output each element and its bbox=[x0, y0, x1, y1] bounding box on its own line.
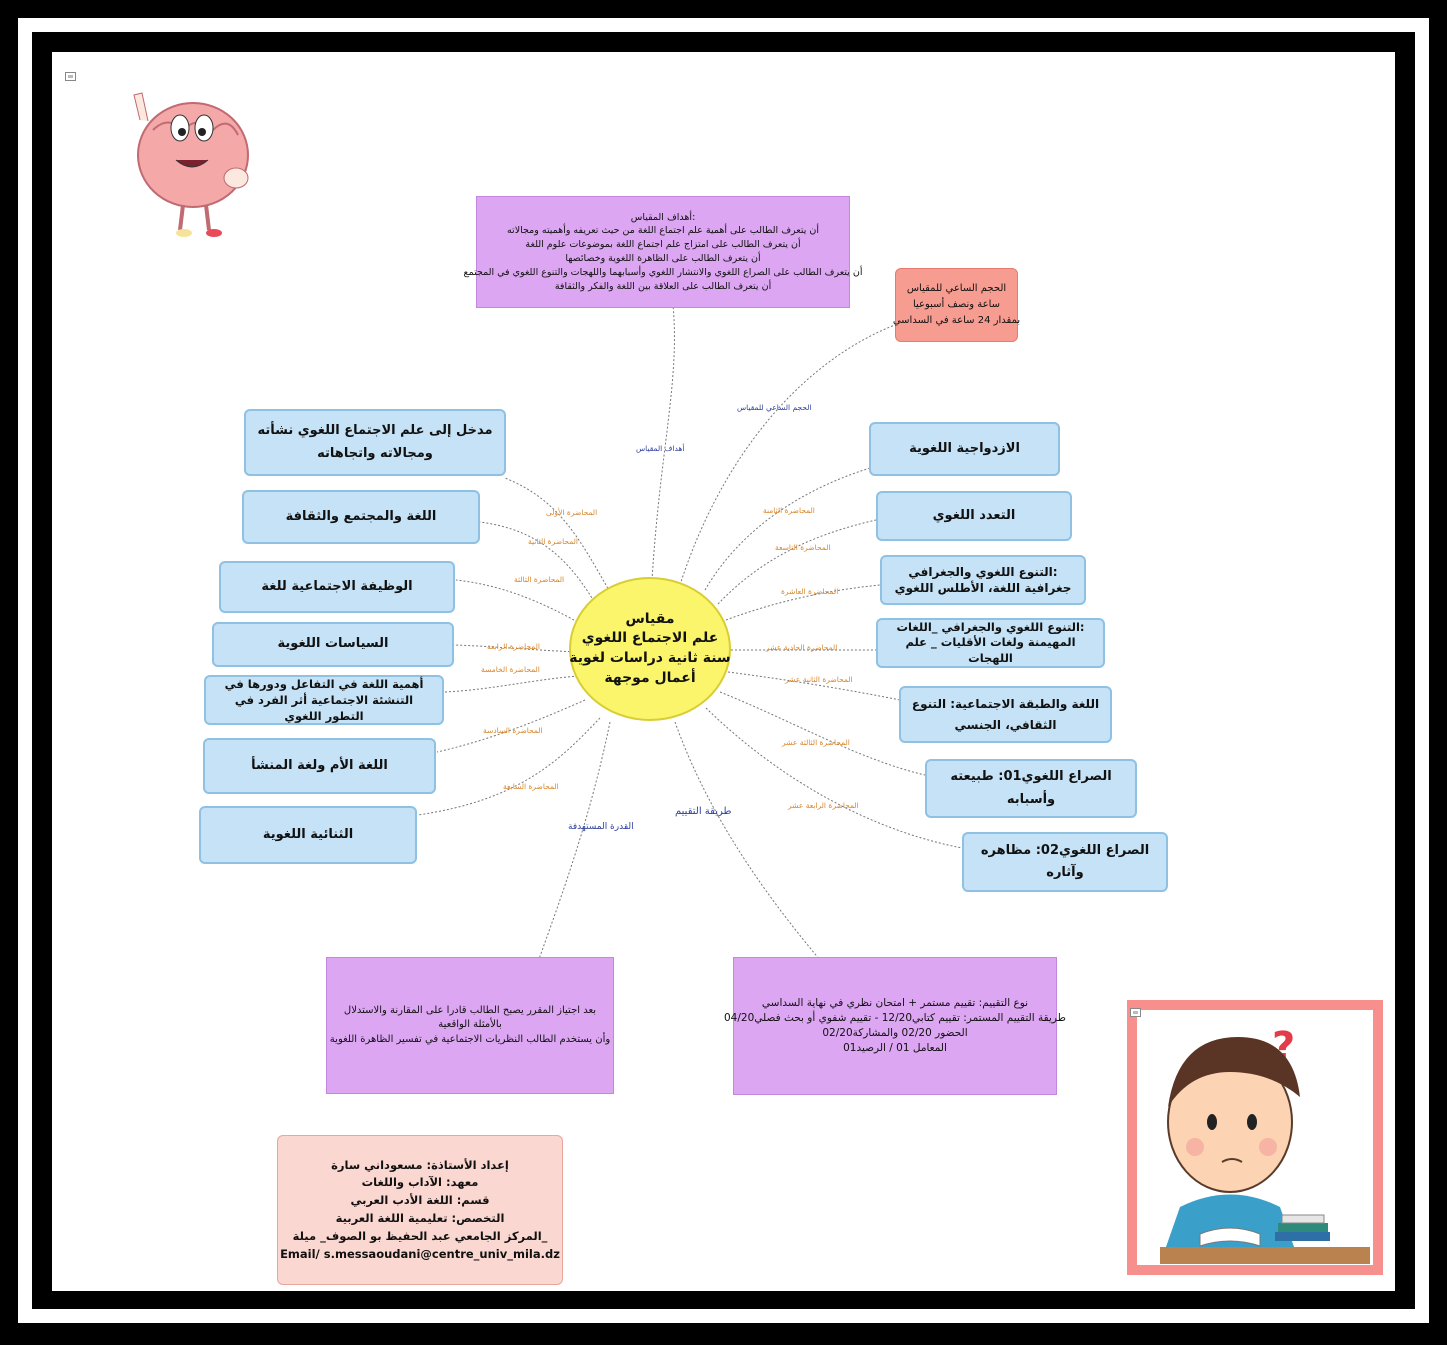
topic-right-7[interactable]: الصراع اللغوي02: مظاهره وآثاره bbox=[962, 832, 1168, 892]
central-topic[interactable]: مقياس علم الاجتماع اللغوي سنة ثانية دراس… bbox=[569, 577, 731, 721]
hours-line: الحجم الساعي للمقياس bbox=[906, 283, 1007, 294]
center-line: سنة ثانية دراسات لغوية bbox=[569, 650, 731, 666]
center-line: علم الاجتماع اللغوي bbox=[581, 630, 719, 647]
goals-box[interactable]: :أهداف المقياس أن يتعرف الطالب على أهمية… bbox=[464, 196, 862, 308]
evaluation-line: المعامل 01 / الرصيد01 bbox=[843, 1042, 947, 1055]
edge-label-lecture: المحاضرة العاشرة bbox=[781, 587, 839, 596]
topic-left-7[interactable]: الثنائية اللغوية bbox=[199, 806, 417, 864]
topic-left-2[interactable]: اللغة والمجتمع والثقافة bbox=[242, 490, 480, 544]
hours-line: بمقدار 24 ساعة في السداسي bbox=[892, 315, 1021, 326]
edge-label-goals: أهداف المقياس bbox=[636, 444, 685, 453]
edge-label-lecture: المحاضرة الخامسة bbox=[481, 665, 540, 674]
edge-label-lecture: المحاضرة السادسة bbox=[483, 726, 543, 735]
topic-right-5[interactable]: اللغة والطبقة الاجتماعية: التنوع الثقافي… bbox=[899, 686, 1112, 743]
author-line: _المركز الجامعي عبد الحفيظ بو الصوف_ ميل… bbox=[292, 1228, 548, 1243]
edge-label-lecture: المحاضرة الرابعة عشر bbox=[788, 801, 859, 810]
evaluation-box[interactable]: نوع التقييم: تقييم مستمر + امتحان نظري ف… bbox=[724, 957, 1066, 1095]
edge-label-lecture: المحاضرة الثالثة عشر bbox=[782, 738, 850, 747]
edge-label-evaluation: طريقة التقييم bbox=[675, 806, 732, 817]
goals-line: أن يتعرف الطالب على أهمية علم اجتماع الل… bbox=[506, 225, 820, 237]
edge-label-hours: الحجم الساعي للمقياس bbox=[737, 403, 812, 412]
hours-line: ساعة ونصف أسبوعيا bbox=[912, 299, 1001, 310]
edge-label-lecture: المحاضرة التاسعة bbox=[775, 543, 831, 552]
evaluation-line: الحضور 02/20 والمشاركة02/20 bbox=[822, 1027, 968, 1039]
hours-box[interactable]: الحجم الساعي للمقياس ساعة ونصف أسبوعيا ب… bbox=[892, 268, 1021, 342]
evaluation-line: نوع التقييم: تقييم مستمر + امتحان نظري ف… bbox=[761, 996, 1029, 1009]
goals-line: أن يتعرف الطالب على امتزاج علم اجتماع ال… bbox=[525, 239, 801, 251]
topic-right-4[interactable]: :التنوع اللغوي والجغرافي _اللغات المهيمن… bbox=[876, 618, 1105, 668]
topic-right-2[interactable]: التعدد اللغوي bbox=[876, 491, 1072, 541]
goals-line: :أهداف المقياس bbox=[630, 211, 696, 223]
topic-right-1[interactable]: الازدواجية اللغوية bbox=[869, 422, 1060, 476]
author-box[interactable]: إعداد الأستاذة: مسعوداني سارة معهد: الآد… bbox=[277, 1135, 563, 1285]
image-placeholder-icon bbox=[65, 72, 76, 81]
author-line: معهد: الآداب واللغات bbox=[361, 1175, 479, 1190]
competence-line: بعد اجتياز المقرر يصبح الطالب قادرا على … bbox=[343, 1004, 597, 1016]
center-line: مقياس bbox=[625, 610, 675, 627]
topic-left-6[interactable]: اللغة الأم ولغة المنشأ bbox=[203, 738, 436, 794]
competence-box[interactable]: بعد اجتياز المقرر يصبح الطالب قادرا على … bbox=[326, 957, 614, 1094]
author-line: التخصص: تعليمية اللغة العربية bbox=[335, 1211, 505, 1225]
topic-left-4[interactable]: السياسات اللغوية bbox=[212, 622, 454, 667]
edge-label-lecture: المحاضرة الثامنة bbox=[763, 506, 815, 515]
image-placeholder-icon bbox=[1130, 1008, 1141, 1017]
center-line: أعمال موجهة bbox=[604, 669, 696, 686]
topic-left-1[interactable]: مدخل إلى علم الاجتماع اللغوي نشأته ومجال… bbox=[244, 409, 506, 476]
goals-line: أن يتعرف الطالب على الظاهرة اللغوية وخصا… bbox=[565, 253, 761, 264]
edge-label-lecture: المحاضرة الثالثة bbox=[514, 575, 565, 584]
edge-label-competence: القدرة المستهدفة bbox=[568, 822, 634, 832]
competence-line: وأن يستخدم الطالب النظريات الاجتماعية في… bbox=[329, 1033, 611, 1045]
topic-left-5[interactable]: أهمية اللغة في التفاعل ودورها في التنشئة… bbox=[204, 675, 444, 725]
edge-label-lecture: المحاضرة الثانية bbox=[528, 537, 578, 546]
author-email: Email/ s.messaoudani@centre_univ_mila.dz bbox=[280, 1246, 560, 1261]
evaluation-line: طريقة التقييم المستمر: تقييم كتابي12/20 … bbox=[723, 1011, 1067, 1024]
edge-label-lecture: المحاضرة السابعة bbox=[503, 782, 559, 791]
author-line: إعداد الأستاذة: مسعوداني سارة bbox=[331, 1157, 509, 1172]
thinking-student-illustration: ? bbox=[1160, 1024, 1370, 1264]
edge-label-lecture: المحاضرة الأولى bbox=[546, 508, 598, 517]
author-line: قسم: اللغة الأدب العربي bbox=[350, 1193, 490, 1208]
topic-right-6[interactable]: الصراع اللغوي01: طبيعته وأسبابه bbox=[925, 759, 1137, 818]
topic-right-3[interactable]: :التنوع اللغوي والجغرافي جغرافية اللغة، … bbox=[880, 555, 1086, 605]
edge-label-lecture: المحاضرة الثانية عشر bbox=[785, 675, 853, 684]
brain-mascot-illustration bbox=[133, 92, 249, 237]
goals-line: أن يتعرف الطالب على الصراع اللغوي والانت… bbox=[463, 266, 863, 278]
edge-label-lecture: المحاضرة الحادية عشر bbox=[766, 643, 838, 652]
goals-line: أن يتعرف الطالب على العلاقة بين اللغة وا… bbox=[554, 280, 772, 292]
competence-line: بالأمثلة الواقعية bbox=[438, 1019, 502, 1031]
edge-label-lecture: المحاضرة الرابعة bbox=[487, 642, 540, 651]
topic-left-3[interactable]: الوظيفة الاجتماعية للغة bbox=[219, 561, 455, 613]
